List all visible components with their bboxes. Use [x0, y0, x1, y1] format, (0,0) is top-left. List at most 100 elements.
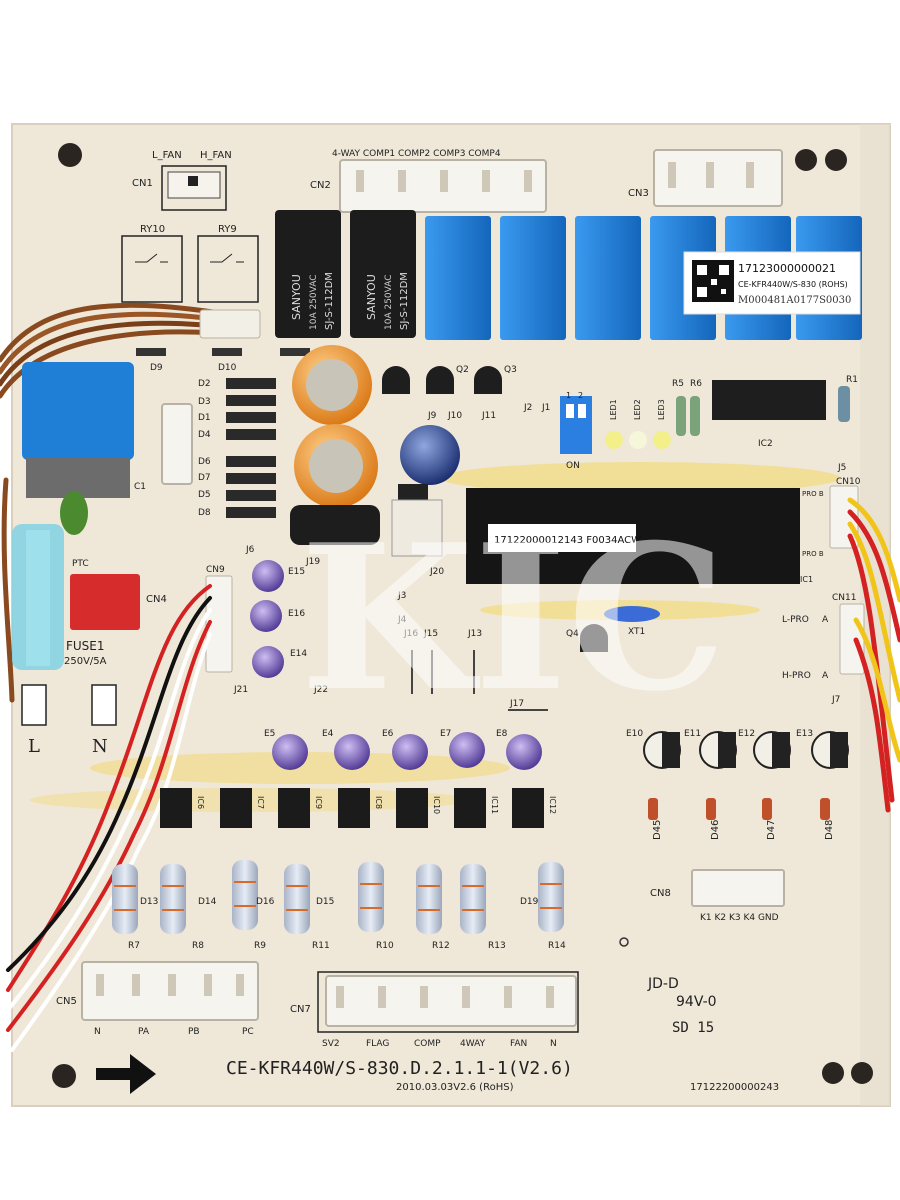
pro-b-label: PRO B [802, 490, 824, 498]
ptc-label: PTC [72, 559, 89, 569]
d8-label: D8 [198, 508, 211, 518]
relay-brand: SANYOU [290, 274, 303, 320]
r9-label: R9 [254, 941, 266, 951]
ptc-thermistor [60, 491, 88, 535]
j1-label: J1 [541, 403, 550, 413]
e4-label: E4 [322, 729, 334, 739]
fuse-rating: 250V/5A [64, 656, 107, 667]
d19-label: D19 [520, 897, 539, 907]
e13-label: E13 [796, 729, 813, 739]
cn5-pin-pb: PB [188, 1027, 200, 1037]
board-model: CE-KFR440W/S-830.D.2.1.1-1(V2.6) [226, 1058, 573, 1079]
ic2-chip [712, 380, 826, 420]
relay-rating: 10A 250VAC [384, 274, 394, 330]
ic1-label: IC1 [800, 575, 813, 584]
dip-1-label: 1 [566, 391, 571, 400]
ic7-label: IC7 [256, 796, 265, 809]
mount-hole-icon [851, 1062, 873, 1084]
r11-label: R11 [312, 941, 330, 951]
h-pro-label: H-PRO [782, 671, 811, 681]
cn7-pin-sv2: SV2 [322, 1039, 340, 1049]
led3-label: LED3 [657, 399, 666, 420]
e12-label: E12 [738, 729, 755, 739]
dip-2-label: 2 [578, 391, 583, 400]
cn3-label: CN3 [628, 188, 649, 199]
resistor-row [112, 860, 564, 934]
d2-label: D2 [198, 379, 211, 389]
board-date-rohs: 2010.03.03V2.6 (RoHS) [396, 1082, 514, 1093]
ic8-label: IC8 [374, 796, 383, 809]
sd-code: SD 15 [672, 1020, 714, 1036]
ul-mark: JD-D [647, 976, 679, 992]
ry10-label: RY10 [140, 224, 165, 235]
relay-model: SJ-S-112DM [399, 272, 410, 330]
relay-model: SJ-S-112DM [324, 272, 335, 330]
r5-label: R5 [672, 379, 684, 389]
cn5-pin-pc: PC [242, 1027, 254, 1037]
c1-label: C1 [134, 482, 146, 492]
board-serial: 17122200000243 [690, 1082, 779, 1093]
j16-label: J16 [403, 629, 418, 639]
led2-label: LED2 [633, 399, 642, 420]
neutral-label: N [92, 736, 108, 757]
ic10-label: IC10 [432, 796, 441, 814]
cn7-pin-flag: FLAG [366, 1039, 389, 1049]
cn1-pin-lfan: L_FAN [152, 150, 182, 161]
cn4-label: CN4 [146, 594, 167, 605]
d47-label: D47 [766, 820, 777, 840]
cn7-pin-4way: 4WAY [460, 1039, 486, 1049]
q4-label: Q4 [566, 629, 579, 639]
d48-label: D48 [824, 820, 835, 840]
qr-sticker: 17123000000021 CE-KFR440W/S-830 (ROHS) M… [683, 251, 861, 315]
d6-label: D6 [198, 457, 211, 467]
d5-label: D5 [198, 490, 211, 500]
watermark: KIC [300, 501, 727, 736]
cn7-pin-comp: COMP [414, 1039, 441, 1049]
cn8-label: CN8 [650, 888, 671, 899]
d13-label: D13 [140, 897, 158, 907]
d7-label: D7 [198, 473, 211, 483]
cn2-pins: 4-WAY COMP1 COMP2 COMP3 COMP4 [332, 149, 501, 159]
j5-label: J5 [837, 463, 846, 473]
cn5-pin-pa: PA [138, 1027, 150, 1037]
d45-label: D45 [652, 820, 663, 840]
d3-label: D3 [198, 397, 211, 407]
mount-hole-icon [825, 149, 847, 171]
j3-label: J3 [397, 591, 406, 601]
cn1-label: CN1 [132, 178, 153, 189]
j7-label: J7 [831, 695, 840, 705]
e15-label: E15 [288, 567, 305, 577]
relay-brand: SANYOU [365, 274, 378, 320]
live-label: L [28, 736, 40, 757]
ic12-label: IC12 [548, 796, 557, 814]
d1-label: D1 [198, 413, 211, 423]
e16-label: E16 [288, 609, 305, 619]
capacitor-purple [250, 600, 282, 632]
j15-label: J15 [423, 629, 438, 639]
ic6-label: IC6 [196, 796, 205, 809]
cn7-pin-n: N [550, 1039, 557, 1049]
relay-black-2: SANYOU 10A 250VAC SJ-S-112DM [350, 210, 416, 338]
a1-label: A [822, 615, 829, 625]
d10-label: D10 [218, 363, 237, 373]
r12-label: R12 [432, 941, 450, 951]
j2-label: J2 [523, 403, 532, 413]
relay-black-1: SANYOU 10A 250VAC SJ-S-112DM [275, 210, 341, 338]
j11-label: J11 [481, 411, 496, 421]
mcu-chip-label: 17122000012143 F0034ACW [494, 535, 641, 546]
r1-label: R1 [846, 375, 858, 385]
j19-label: J19 [305, 557, 320, 567]
j20-label: J20 [429, 567, 444, 577]
capacitor-purple [252, 560, 284, 592]
xt1-label: XT1 [628, 627, 645, 637]
sticker-line3: M000481A0177S0030 [738, 295, 851, 306]
led-icon [629, 431, 647, 449]
r14-label: R14 [548, 941, 566, 951]
j22-label: J22 [313, 685, 328, 695]
j9-label: J9 [427, 411, 437, 421]
d9-label: D9 [150, 363, 163, 373]
mcu-chip: 17122000012143 F0034ACW [466, 488, 800, 584]
pro-b2-label: PRO B [802, 550, 824, 558]
flame-rating: 94V-0 [676, 994, 717, 1010]
